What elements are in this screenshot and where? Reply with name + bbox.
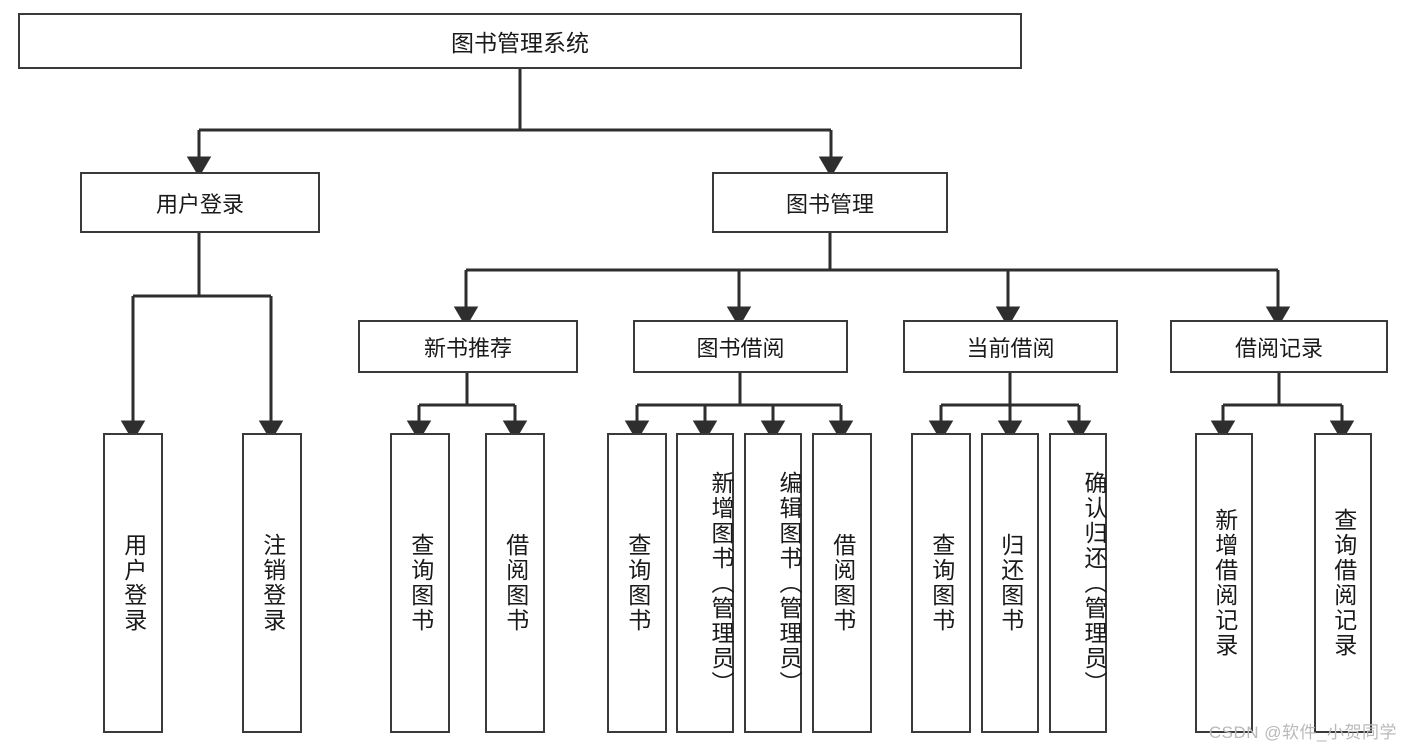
leaf-add-book-admin[interactable]: 新增图书（管理员） — [676, 433, 734, 733]
leaf-borrow-book-recommend[interactable]: 借阅图书 — [485, 433, 545, 733]
node-label: 编辑图书（管理员） — [776, 470, 802, 696]
leaf-return-book[interactable]: 归还图书 — [981, 433, 1039, 733]
node-label: 新书推荐 — [423, 335, 512, 361]
node-label: 新增图书（管理员） — [708, 470, 734, 696]
node-label: 借阅记录 — [1234, 335, 1323, 361]
leaf-logout[interactable]: 注销登录 — [242, 433, 302, 733]
node-borrow-records[interactable]: 借阅记录 — [1170, 320, 1388, 373]
node-label: 用户登录 — [155, 191, 244, 217]
leaf-borrow-book[interactable]: 借阅图书 — [812, 433, 872, 733]
leaf-add-borrow-record[interactable]: 新增借阅记录 — [1195, 433, 1253, 733]
node-book-management[interactable]: 图书管理 — [712, 172, 948, 233]
node-book-borrow[interactable]: 图书借阅 — [633, 320, 848, 373]
leaf-query-book-recommend[interactable]: 查询图书 — [390, 433, 450, 733]
node-label: 图书借阅 — [696, 335, 785, 361]
node-user-login[interactable]: 用户登录 — [80, 172, 320, 233]
node-new-book-recommend[interactable]: 新书推荐 — [358, 320, 578, 373]
leaf-query-book-borrow[interactable]: 查询图书 — [607, 433, 667, 733]
node-label: 用户登录 — [120, 533, 147, 633]
watermark: CSDN @软件_小贺同学 — [1208, 723, 1397, 742]
node-label: 借阅图书 — [829, 533, 856, 633]
node-label: 图书管理系统 — [451, 30, 589, 56]
node-label: 当前借阅 — [966, 335, 1055, 361]
leaf-query-book-current[interactable]: 查询图书 — [911, 433, 971, 733]
leaf-query-borrow-record[interactable]: 查询借阅记录 — [1314, 433, 1372, 733]
node-label: 新增借阅记录 — [1211, 508, 1238, 658]
node-label: 查询图书 — [928, 533, 955, 633]
node-label: 归还图书 — [997, 533, 1024, 633]
node-current-borrow[interactable]: 当前借阅 — [903, 320, 1118, 373]
node-label: 注销登录 — [259, 533, 286, 633]
leaf-edit-book-admin[interactable]: 编辑图书（管理员） — [744, 433, 802, 733]
node-root-system[interactable]: 图书管理系统 — [18, 13, 1022, 69]
node-label: 查询借阅记录 — [1330, 508, 1357, 658]
node-label: 图书管理 — [785, 191, 874, 217]
node-label: 查询图书 — [624, 533, 651, 633]
leaf-confirm-return-admin[interactable]: 确认归还（管理员） — [1049, 433, 1107, 733]
node-label: 查询图书 — [407, 533, 434, 633]
leaf-user-login[interactable]: 用户登录 — [103, 433, 163, 733]
node-label: 借阅图书 — [502, 533, 529, 633]
node-label: 确认归还（管理员） — [1081, 470, 1107, 696]
